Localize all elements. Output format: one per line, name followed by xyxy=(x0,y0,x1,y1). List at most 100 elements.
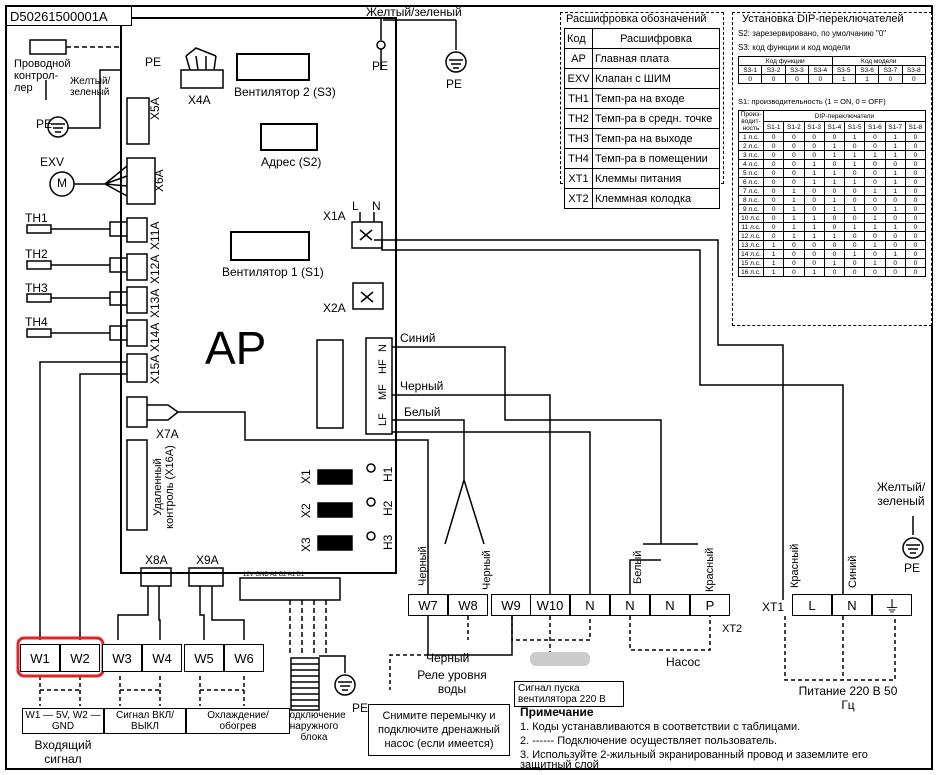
cool-heat-label: Охлаждение/ обогрев xyxy=(186,708,290,734)
s1-row-label: 9 л.с. xyxy=(738,204,764,214)
s1-cell: 0 xyxy=(762,186,785,196)
s1-col: S1-7 xyxy=(884,121,906,133)
s1-cell: 0 xyxy=(762,159,785,169)
dip-s3: S3: код функции и код модели xyxy=(738,43,851,52)
s1-cell: 0 xyxy=(823,159,846,169)
xt2-terminal: P xyxy=(690,594,730,616)
s1-cell: 0 xyxy=(783,150,805,160)
s1-cell: 0 xyxy=(904,267,927,277)
s1-cell: 0 xyxy=(803,240,825,250)
s1-cell: 1 xyxy=(843,222,866,232)
s1-cell: 1 xyxy=(762,267,785,277)
s1-cell: 0 xyxy=(823,249,846,259)
s1-cell: 0 xyxy=(823,267,846,277)
s1-cell: 0 xyxy=(904,213,927,223)
s1-row-label: 7 л.с. xyxy=(738,186,764,196)
s1-cell: 0 xyxy=(864,159,886,169)
s1-cell: 0 xyxy=(803,150,825,160)
s1-row-label: 10 л.с. xyxy=(738,213,764,223)
legend-title: Расшифровка обозначений xyxy=(566,13,707,25)
exv-label: EXV xyxy=(40,155,65,169)
s1-cell: 0 xyxy=(783,168,805,178)
s1-cell: 0 xyxy=(884,258,906,268)
s1-cell: 1 xyxy=(884,249,906,259)
x14a-label: X14A xyxy=(148,322,162,352)
s1-cell: 1 xyxy=(823,258,846,268)
s1-col: S1-8 xyxy=(904,121,927,133)
s1-cell: 1 xyxy=(783,222,805,232)
s1-cell: 0 xyxy=(904,195,927,205)
s1-cell: 1 xyxy=(843,132,866,142)
s3-group-func: Код функции xyxy=(738,56,833,66)
s1-cell: 0 xyxy=(884,159,906,169)
xt1-red-label: Красный xyxy=(789,543,801,588)
w-terminal: W3 xyxy=(102,644,142,672)
legend-desc: Темп-ра на входе xyxy=(592,88,720,109)
s1-cell: 0 xyxy=(783,177,805,187)
s1-row-label: 1 л.с. xyxy=(738,132,764,142)
xt1-label: XT1 xyxy=(762,600,785,614)
x5a-label: X5A xyxy=(148,97,162,120)
power-label: Питание 220 В 50 Гц xyxy=(798,684,898,712)
motor-label: M xyxy=(57,176,67,190)
s1-cell: 1 xyxy=(884,150,906,160)
w-terminal: W2 xyxy=(60,644,100,672)
x1-label: X1 xyxy=(299,469,313,484)
x13a-label: X13A xyxy=(148,288,162,318)
s1-cell: 0 xyxy=(823,240,846,250)
s1-group: DIP-переключатели xyxy=(763,110,926,122)
s1-cell: 0 xyxy=(904,159,927,169)
s1-col: S1-5 xyxy=(843,121,866,133)
s1-cell: 0 xyxy=(843,186,866,196)
black-wire-label: Черный xyxy=(400,379,444,393)
s1-cell: 0 xyxy=(843,168,866,178)
x12a-label: X12A xyxy=(148,254,162,284)
s3-val: 0 xyxy=(901,74,927,84)
x2a-label: X2A xyxy=(323,301,346,315)
th4-label: TH4 xyxy=(25,315,48,329)
xt2-terminal: W8 xyxy=(448,594,488,616)
s3-col: S3-5 xyxy=(831,65,856,75)
s1-cell: 1 xyxy=(864,222,886,232)
s1-cell: 0 xyxy=(843,240,866,250)
s1-cell: 1 xyxy=(884,132,906,142)
legend-desc: Темп-ра в помещении xyxy=(592,148,720,169)
s1-cell: 1 xyxy=(843,204,866,214)
s1-cell: 0 xyxy=(783,141,805,151)
s1-cell: 1 xyxy=(783,195,805,205)
s1-cell: 0 xyxy=(803,249,825,259)
legend-header-code: Код xyxy=(563,28,594,49)
s1-cell: 0 xyxy=(864,249,886,259)
x7a-label: X7A xyxy=(156,427,179,441)
s3-col: S3-6 xyxy=(854,65,880,75)
legend-header-desc: Расшифровка xyxy=(592,28,720,49)
s1-cell: 1 xyxy=(843,150,866,160)
s1-cell: 0 xyxy=(904,186,927,196)
fan2-label: Вентилятор 2 (S3) xyxy=(234,85,336,99)
note-1: 1. Коды устанавливаются в соответствии с… xyxy=(520,721,801,733)
s3-val: 0 xyxy=(737,74,763,84)
xt2-red-label: Красный xyxy=(704,547,716,592)
s1-cell: 0 xyxy=(762,213,785,223)
s1-cell: 1 xyxy=(864,150,886,160)
s1-cell: 0 xyxy=(823,222,846,232)
s1-cell: 0 xyxy=(803,195,825,205)
s3-val: 0 xyxy=(808,74,833,84)
pe-right-label: PE xyxy=(904,561,921,575)
xt2-terminal: W10 xyxy=(530,594,570,616)
s1-cell: 0 xyxy=(783,240,805,250)
s1-cell: 1 xyxy=(803,177,825,187)
s1-cell: 1 xyxy=(803,231,825,241)
main-board-label: AP xyxy=(205,322,267,374)
s1-col: S1-6 xyxy=(864,121,886,133)
s1-cell: 0 xyxy=(823,213,846,223)
s1-cell: 0 xyxy=(864,267,886,277)
s1-cell: 1 xyxy=(823,195,846,205)
s1-cell: 1 xyxy=(864,186,886,196)
n-label: N xyxy=(372,199,381,213)
s1-cell: 0 xyxy=(864,141,886,151)
s1-row-label: 3 л.с. xyxy=(738,150,764,160)
pump-label: Насос xyxy=(666,655,701,669)
input-signal-label: Входящий сигнал xyxy=(34,738,92,766)
